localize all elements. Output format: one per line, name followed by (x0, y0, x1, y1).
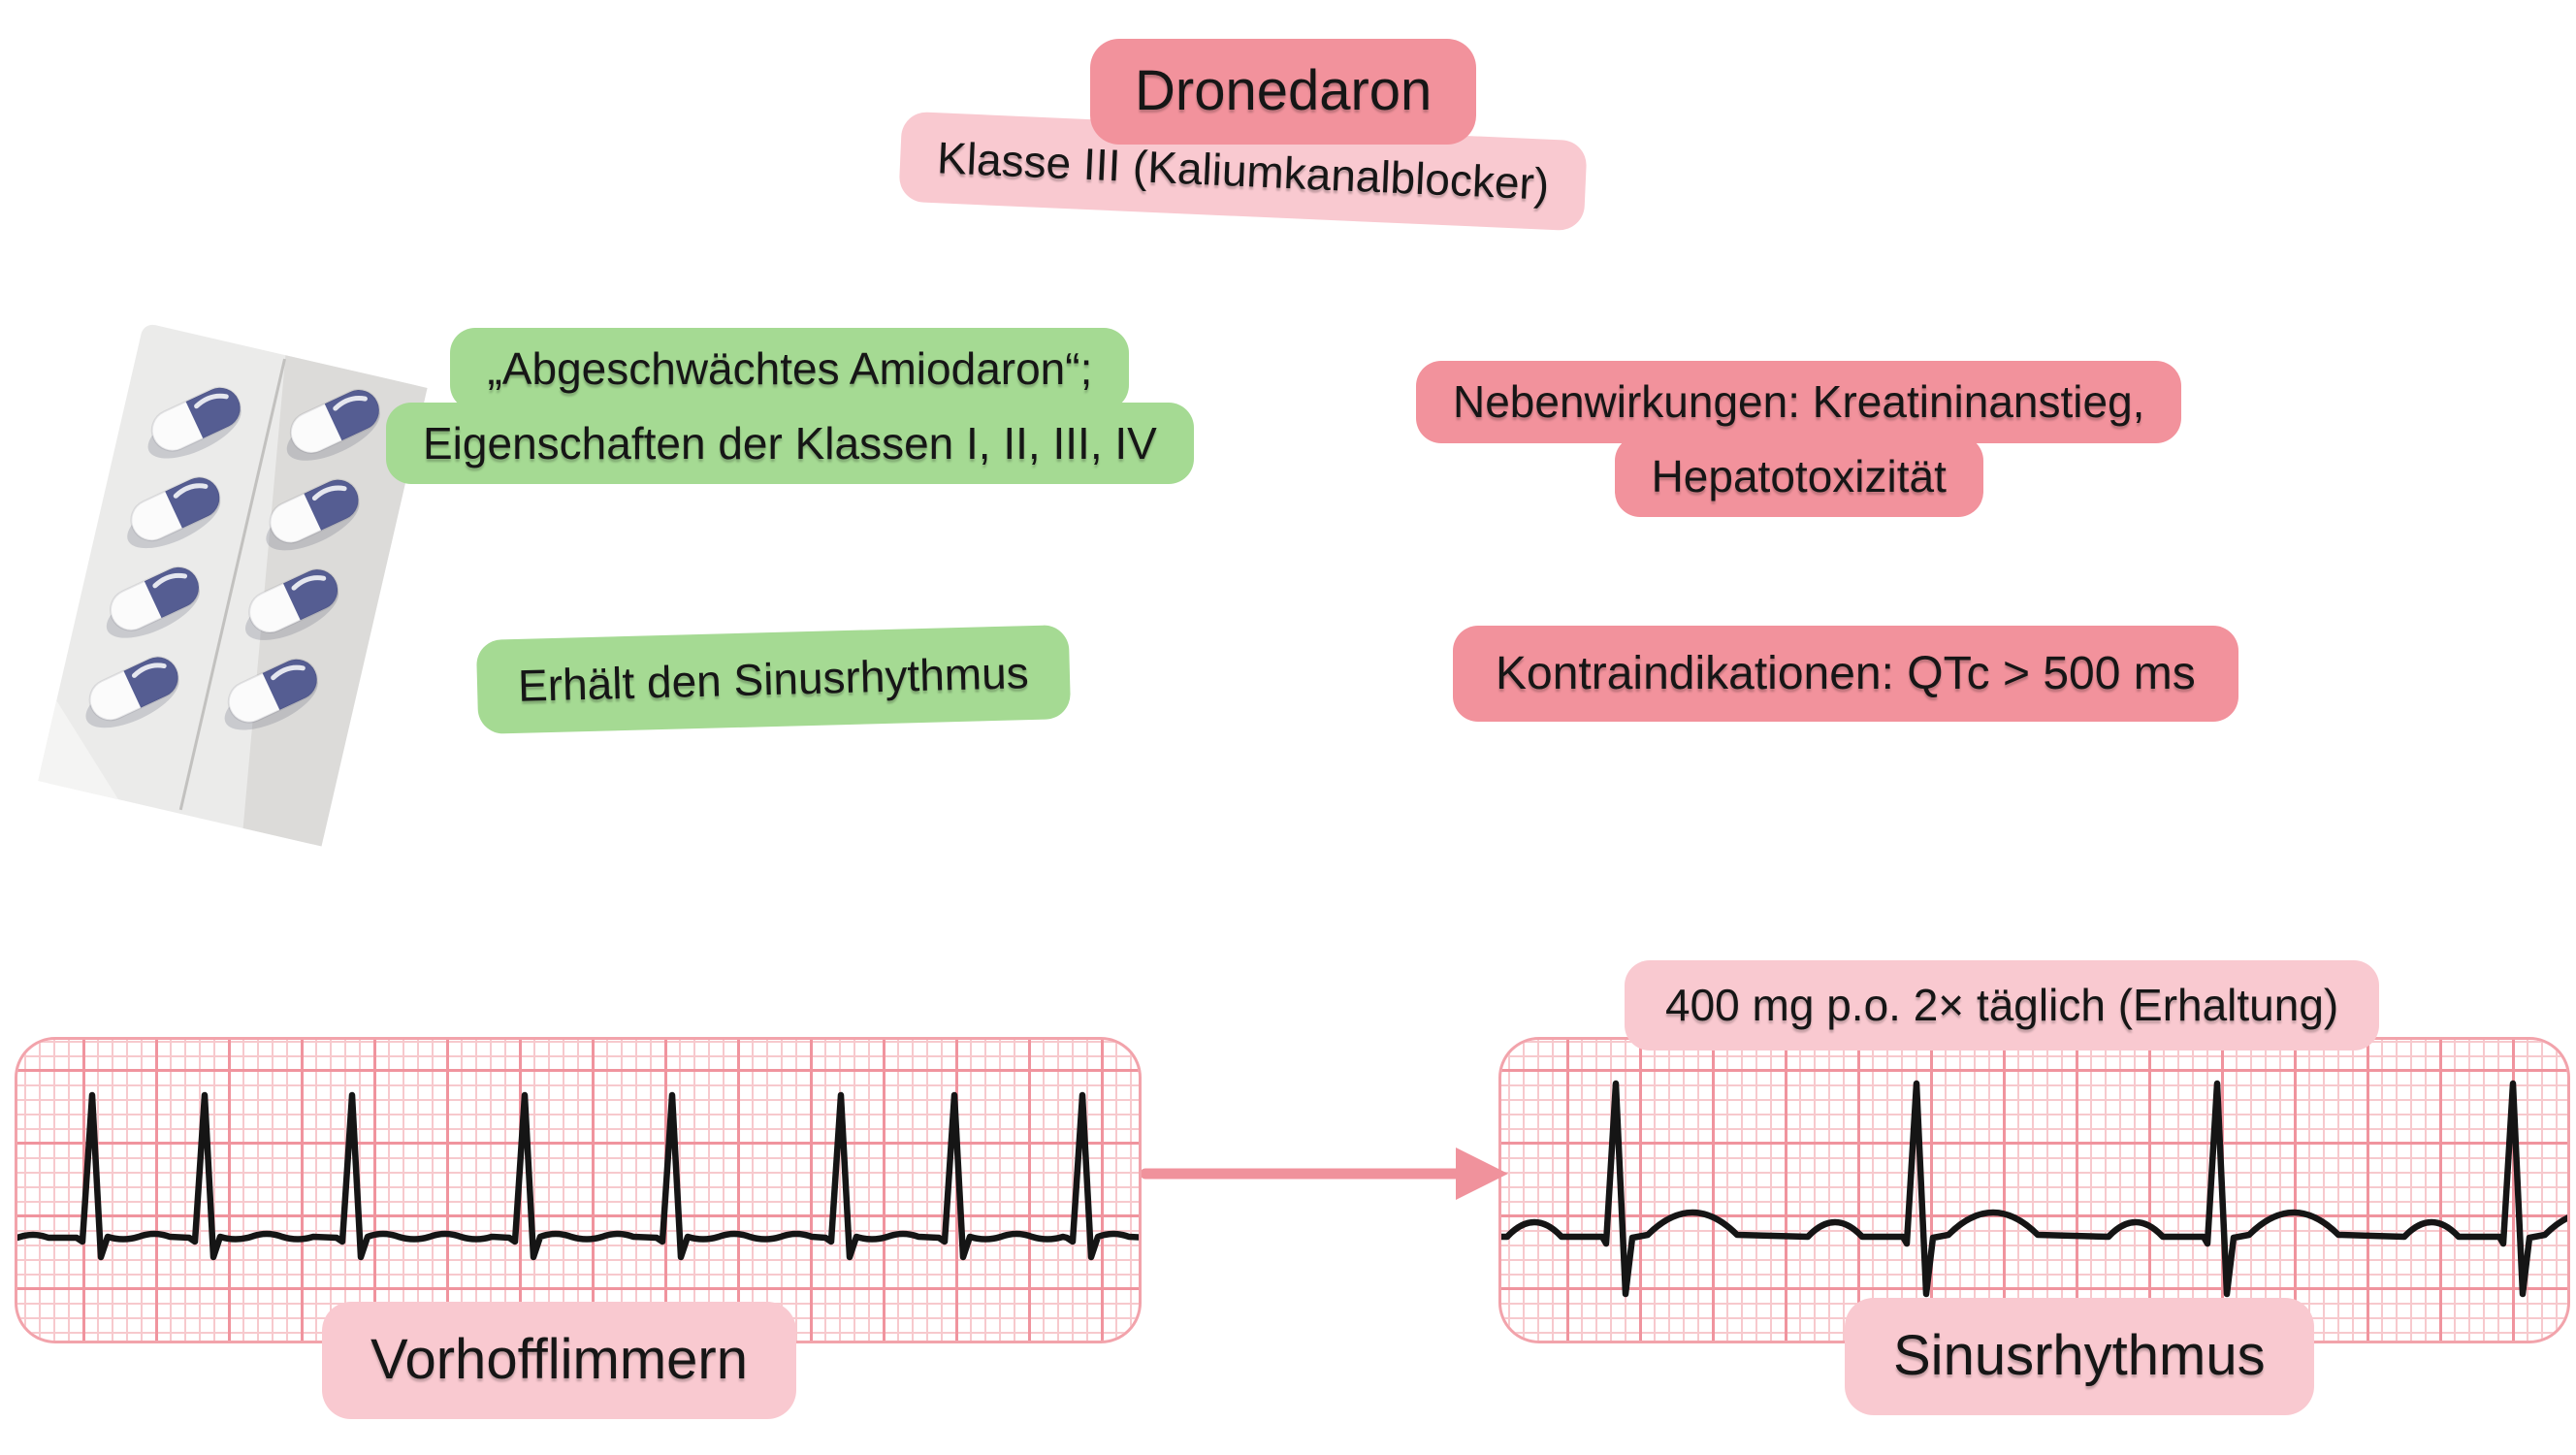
ecg-afib-trace-svg (17, 1091, 1139, 1261)
page-title: Dronedaron (1090, 39, 1477, 145)
amiodaron-note-line2: Eigenschaften der Klassen I, II, III, IV (386, 402, 1194, 485)
side-effects-note: Nebenwirkungen: Kreatininanstieg, Hepato… (1416, 361, 2182, 518)
title-box: Dronedaron (1090, 39, 1477, 145)
blister-pack-illustration (38, 324, 428, 847)
ecg-trace-sinus (1501, 1080, 2567, 1298)
ecg-grid (17, 1040, 1139, 1341)
blister-sheet (38, 324, 428, 847)
sinus-label-text: Sinusrhythmus (1845, 1298, 2314, 1415)
ecg-sinus-trace-svg (1501, 1080, 2567, 1298)
sinus-label: Sinusrhythmus (1845, 1298, 2314, 1415)
ecg-trace-afib (17, 1091, 1139, 1261)
contraindications-text: Kontraindikationen: QTc > 500 ms (1453, 626, 2238, 723)
afib-label-text: Vorhofflimmern (322, 1302, 796, 1419)
afib-label: Vorhofflimmern (322, 1302, 796, 1419)
amiodaron-note-line1: „Abgeschwächtes Amiodaron“; (450, 328, 1130, 410)
sinus-effect-text: Erhält den Sinusrhythmus (475, 625, 1071, 734)
contraindications-note: Kontraindikationen: QTc > 500 ms (1453, 626, 2238, 723)
dosage-note: 400 mg p.o. 2× täglich (Erhaltung) (1625, 960, 2380, 1051)
ecg-grid (1501, 1040, 2567, 1341)
dosage-text: 400 mg p.o. 2× täglich (Erhaltung) (1625, 960, 2380, 1051)
side-effects-line2: Hepatotoxizität (1614, 435, 1983, 518)
arrow-right-icon (1142, 1148, 1508, 1200)
sinus-effect-note: Erhält den Sinusrhythmus (475, 625, 1071, 734)
ecg-afib-panel (15, 1037, 1142, 1343)
amiodaron-note: „Abgeschwächtes Amiodaron“; Eigenschafte… (386, 328, 1194, 485)
side-effects-line1: Nebenwirkungen: Kreatininanstieg, (1416, 361, 2182, 443)
